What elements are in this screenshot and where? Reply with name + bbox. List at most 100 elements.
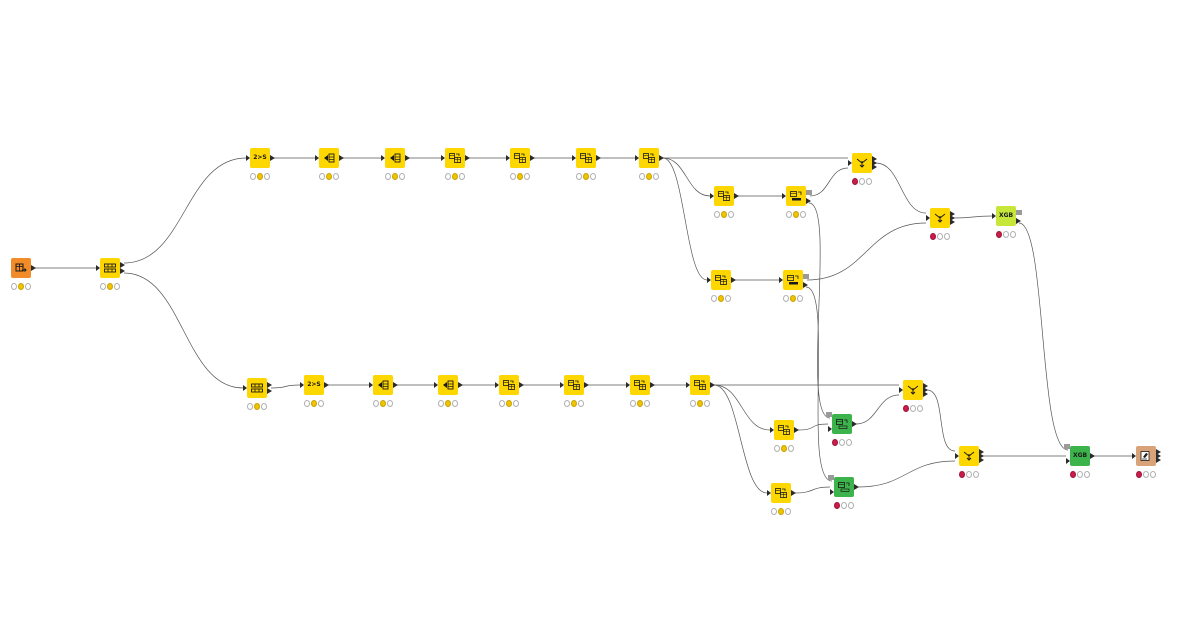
output-port[interactable] bbox=[979, 449, 984, 455]
output-port[interactable] bbox=[458, 382, 463, 388]
model-input-port[interactable] bbox=[828, 475, 834, 480]
input-port[interactable] bbox=[926, 215, 930, 221]
input-port[interactable] bbox=[300, 382, 304, 388]
node-bottom-proc-5[interactable] bbox=[626, 375, 655, 395]
output-port[interactable] bbox=[852, 421, 857, 427]
output-port[interactable] bbox=[120, 262, 125, 268]
output-port[interactable] bbox=[267, 382, 272, 388]
node-xgb-predictor[interactable]: XGB bbox=[1064, 444, 1095, 466]
input-port[interactable] bbox=[246, 155, 250, 161]
node-top-proc-3[interactable] bbox=[441, 148, 470, 168]
input-port[interactable] bbox=[828, 426, 832, 432]
input-port[interactable] bbox=[441, 155, 445, 161]
output-port[interactable] bbox=[267, 388, 272, 394]
output-port[interactable] bbox=[794, 427, 799, 433]
output-port[interactable] bbox=[923, 383, 928, 389]
input-port[interactable] bbox=[782, 193, 786, 199]
input-port[interactable] bbox=[710, 193, 714, 199]
input-port[interactable] bbox=[955, 453, 959, 459]
node-top-proc-4[interactable] bbox=[506, 148, 535, 168]
node-bottom-proc-1[interactable] bbox=[369, 375, 398, 395]
output-port[interactable] bbox=[803, 282, 808, 288]
input-port[interactable] bbox=[434, 382, 438, 388]
output-port[interactable] bbox=[734, 193, 739, 199]
output-port[interactable] bbox=[872, 156, 877, 162]
input-port[interactable] bbox=[381, 155, 385, 161]
input-port[interactable] bbox=[369, 382, 373, 388]
output-port[interactable] bbox=[31, 265, 36, 271]
output-port[interactable] bbox=[659, 155, 664, 161]
output-port[interactable] bbox=[950, 211, 955, 217]
output-port[interactable] bbox=[731, 277, 736, 283]
node-bottom-apply-a[interactable] bbox=[826, 412, 857, 434]
input-port[interactable] bbox=[848, 160, 852, 166]
output-port[interactable] bbox=[1156, 457, 1161, 463]
output-port[interactable] bbox=[854, 484, 859, 490]
node-bottom-branch-a1[interactable] bbox=[770, 420, 799, 440]
node-bottom-proc-3[interactable] bbox=[495, 375, 524, 395]
output-port[interactable] bbox=[270, 155, 275, 161]
output-port[interactable] bbox=[405, 155, 410, 161]
node-top-branch-b1[interactable] bbox=[707, 270, 736, 290]
output-port[interactable] bbox=[872, 160, 877, 166]
output-port[interactable] bbox=[950, 219, 955, 225]
input-port[interactable] bbox=[1132, 453, 1136, 459]
output-port[interactable] bbox=[979, 457, 984, 463]
output-port[interactable] bbox=[710, 382, 715, 388]
output-port[interactable] bbox=[596, 155, 601, 161]
input-port[interactable] bbox=[767, 490, 771, 496]
input-port[interactable] bbox=[560, 382, 564, 388]
node-top-joiner-1[interactable] bbox=[848, 153, 877, 173]
input-port[interactable] bbox=[830, 489, 834, 495]
node-top-str2num[interactable]: 2>S bbox=[246, 148, 275, 168]
node-top-branch-b2[interactable] bbox=[779, 270, 809, 290]
input-port[interactable] bbox=[315, 155, 319, 161]
node-bottom-proc-6[interactable] bbox=[686, 375, 715, 395]
output-port[interactable] bbox=[1090, 453, 1095, 459]
output-port[interactable] bbox=[393, 382, 398, 388]
node-reader[interactable] bbox=[11, 258, 36, 278]
model-output-port[interactable] bbox=[806, 190, 812, 195]
model-output-port[interactable] bbox=[803, 274, 809, 279]
node-bottom-apply-b[interactable] bbox=[828, 475, 859, 497]
input-port[interactable] bbox=[572, 155, 576, 161]
node-bottom-joiner-2[interactable] bbox=[955, 446, 984, 466]
output-port[interactable] bbox=[1156, 453, 1161, 459]
node-bottom-proc-4[interactable] bbox=[560, 375, 589, 395]
input-port[interactable] bbox=[992, 213, 996, 219]
input-port[interactable] bbox=[626, 382, 630, 388]
model-input-port[interactable] bbox=[826, 412, 832, 417]
node-top-joiner-2[interactable] bbox=[926, 208, 955, 228]
output-port[interactable] bbox=[120, 268, 125, 274]
model-output-port[interactable] bbox=[1016, 210, 1022, 215]
input-port[interactable] bbox=[243, 385, 247, 391]
input-port[interactable] bbox=[635, 155, 639, 161]
node-top-proc-1[interactable] bbox=[315, 148, 344, 168]
input-port[interactable] bbox=[686, 382, 690, 388]
output-port[interactable] bbox=[806, 198, 811, 204]
output-port[interactable] bbox=[1016, 218, 1021, 224]
output-port[interactable] bbox=[1156, 449, 1161, 455]
node-top-proc-2[interactable] bbox=[381, 148, 410, 168]
output-port[interactable] bbox=[979, 453, 984, 459]
output-port[interactable] bbox=[530, 155, 535, 161]
output-port[interactable] bbox=[950, 215, 955, 221]
node-bottom-branch-b1[interactable] bbox=[767, 483, 796, 503]
output-port[interactable] bbox=[791, 490, 796, 496]
output-port[interactable] bbox=[519, 382, 524, 388]
node-bottom-joiner-1[interactable] bbox=[899, 380, 928, 400]
node-xgb-learner[interactable]: XGB bbox=[992, 206, 1022, 226]
output-port[interactable] bbox=[324, 382, 329, 388]
node-bottom-str2num[interactable]: 2>S bbox=[300, 375, 329, 395]
node-partition-main[interactable] bbox=[96, 258, 125, 278]
output-port[interactable] bbox=[872, 164, 877, 170]
input-port[interactable] bbox=[779, 277, 783, 283]
input-port[interactable] bbox=[1066, 458, 1070, 464]
node-top-proc-6[interactable] bbox=[635, 148, 664, 168]
output-port[interactable] bbox=[584, 382, 589, 388]
node-top-proc-5[interactable] bbox=[572, 148, 601, 168]
input-port[interactable] bbox=[707, 277, 711, 283]
model-input-port[interactable] bbox=[1064, 444, 1070, 449]
output-port[interactable] bbox=[339, 155, 344, 161]
